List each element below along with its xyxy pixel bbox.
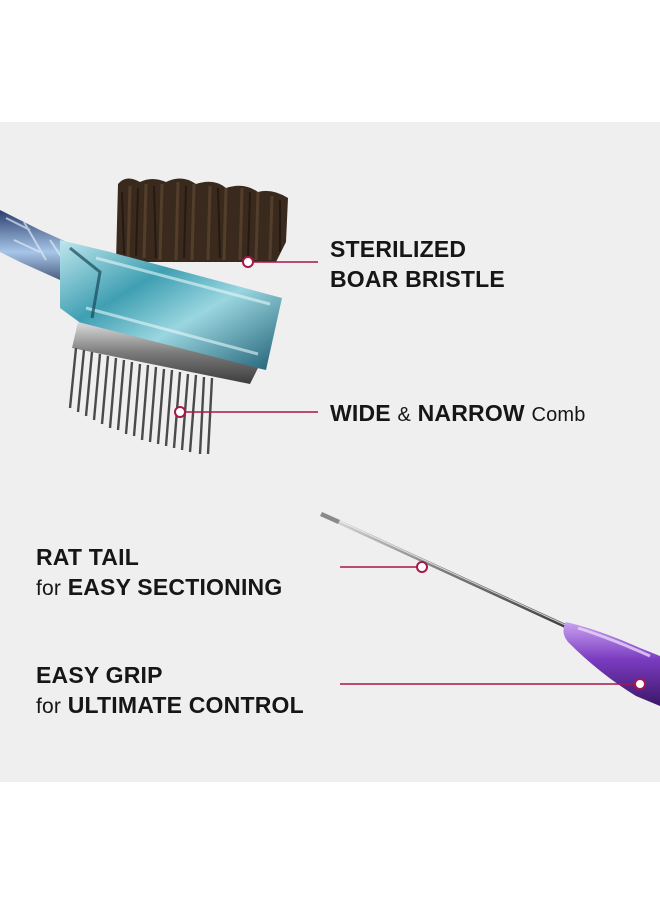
callout-grip <box>340 678 646 690</box>
teal-ferrule <box>60 240 282 370</box>
grip-detail: ULTIMATE CONTROL <box>67 692 304 718</box>
product-panel: STERILIZED BOAR BRISTLE WIDE & NARROW Co… <box>0 122 660 782</box>
rat-tail-title: RAT TAIL <box>36 544 139 570</box>
bristle-label: STERILIZED BOAR BRISTLE <box>330 234 505 294</box>
product-illustration <box>0 178 660 706</box>
rat-tail-label: RAT TAIL for EASY SECTIONING <box>36 542 282 604</box>
callout-rat-tail <box>340 561 428 573</box>
grip-label: EASY GRIP for ULTIMATE CONTROL <box>36 660 304 722</box>
grip-title: EASY GRIP <box>36 662 163 688</box>
callout-comb <box>174 406 318 418</box>
bristle-line1: STERILIZED <box>330 236 467 262</box>
rat-tail-detail: EASY SECTIONING <box>67 574 283 600</box>
bristle-line2: BOAR BRISTLE <box>330 266 505 292</box>
comb-amp: & <box>397 404 411 426</box>
callout-bristle <box>242 256 318 268</box>
boar-bristle <box>116 178 288 262</box>
rat-tail-pin <box>320 512 576 632</box>
purple-grip-handle <box>563 622 660 706</box>
comb-label: WIDE & NARROW Comb <box>330 398 586 430</box>
comb-narrow: NARROW <box>417 400 525 426</box>
comb-wide: WIDE <box>330 400 391 426</box>
grip-for: for <box>36 695 62 718</box>
rat-tail-for: for <box>36 577 62 600</box>
comb-word: Comb <box>531 404 586 426</box>
